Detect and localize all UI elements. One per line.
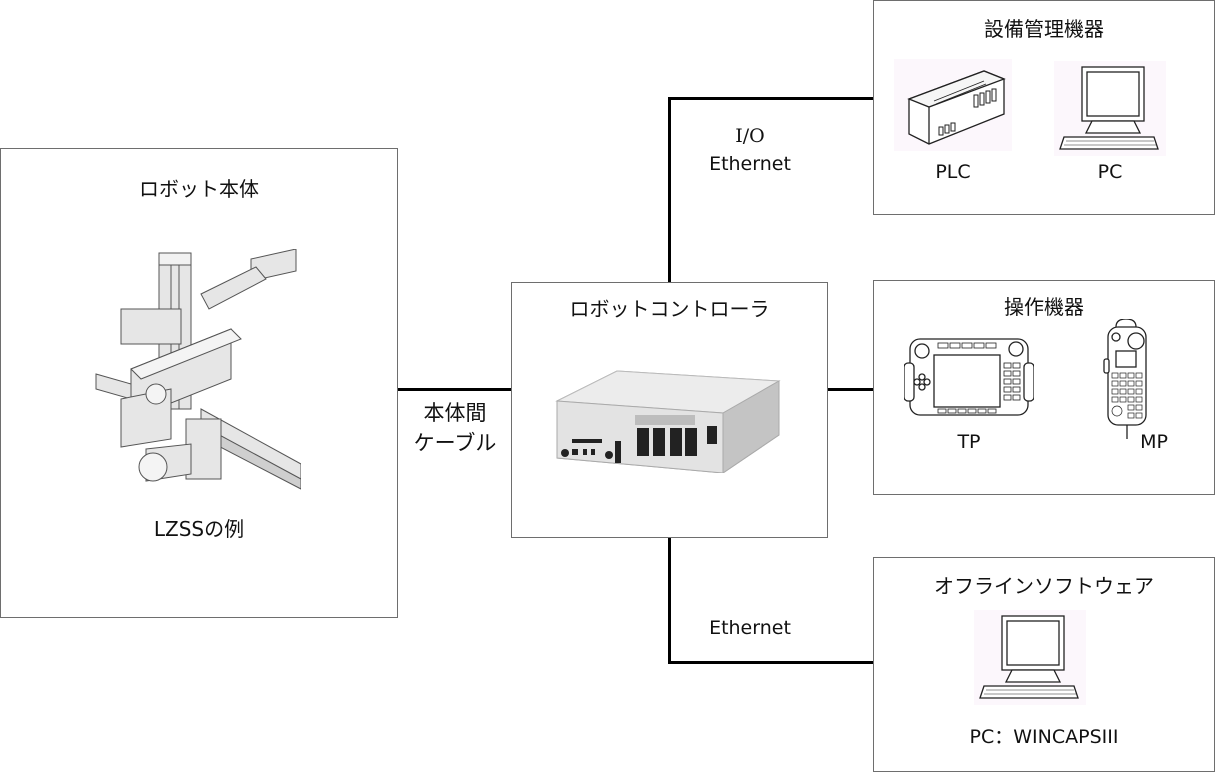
tp-label: TP [957, 431, 981, 453]
robot-body-caption: LZSSの例 [153, 517, 245, 541]
offline-software-box: オフラインソフトウェア PC：WINCAPSIII [873, 557, 1215, 772]
lzss-gantry-robot-icon [91, 249, 301, 511]
io-ethernet-label: Ethernet [709, 153, 791, 175]
cable-label-line2: ケーブル [413, 431, 497, 455]
cable-connector [397, 388, 513, 391]
robot-controller-title: ロボットコントローラ [569, 297, 770, 321]
robot-controller-icon [547, 363, 787, 473]
cable-label-line1: 本体間 [423, 401, 487, 425]
operation-connector [826, 388, 874, 391]
mp-label: MP [1140, 431, 1168, 453]
robot-controller-box: ロボットコントローラ [511, 282, 828, 538]
ethernet-label: Ethernet [709, 617, 791, 639]
offline-software-title: オフラインソフトウェア [934, 574, 1154, 598]
ethernet-link-label: Ethernet [690, 614, 810, 642]
io-connector-horizontal [668, 97, 874, 100]
io-link-label: I/O Ethernet [690, 122, 810, 178]
cable-label: 本体間 ケーブル [400, 398, 510, 458]
mini-pendant-icon [1102, 319, 1152, 441]
teaching-pendant-icon [904, 337, 1034, 417]
ethernet-connector-horizontal [668, 661, 874, 664]
equipment-box: 設備管理機器 PLC [873, 0, 1215, 215]
pc-icon [974, 610, 1086, 705]
io-label: I/O [735, 125, 765, 147]
operation-title: 操作機器 [1004, 295, 1084, 319]
equipment-title: 設備管理機器 [984, 17, 1104, 41]
wincaps-label: PC：WINCAPSIII [969, 726, 1119, 748]
ethernet-connector-vertical [668, 536, 671, 664]
plc-icon [894, 59, 1012, 151]
io-connector-vertical [668, 97, 671, 283]
pc-label: PC [1097, 161, 1123, 183]
operation-box: 操作機器 TP [873, 280, 1215, 495]
robot-body-box: ロボット本体 LZSSの例 [0, 148, 398, 618]
robot-body-title: ロボット本体 [139, 177, 259, 201]
pc-icon [1054, 61, 1166, 156]
plc-label: PLC [935, 161, 971, 183]
